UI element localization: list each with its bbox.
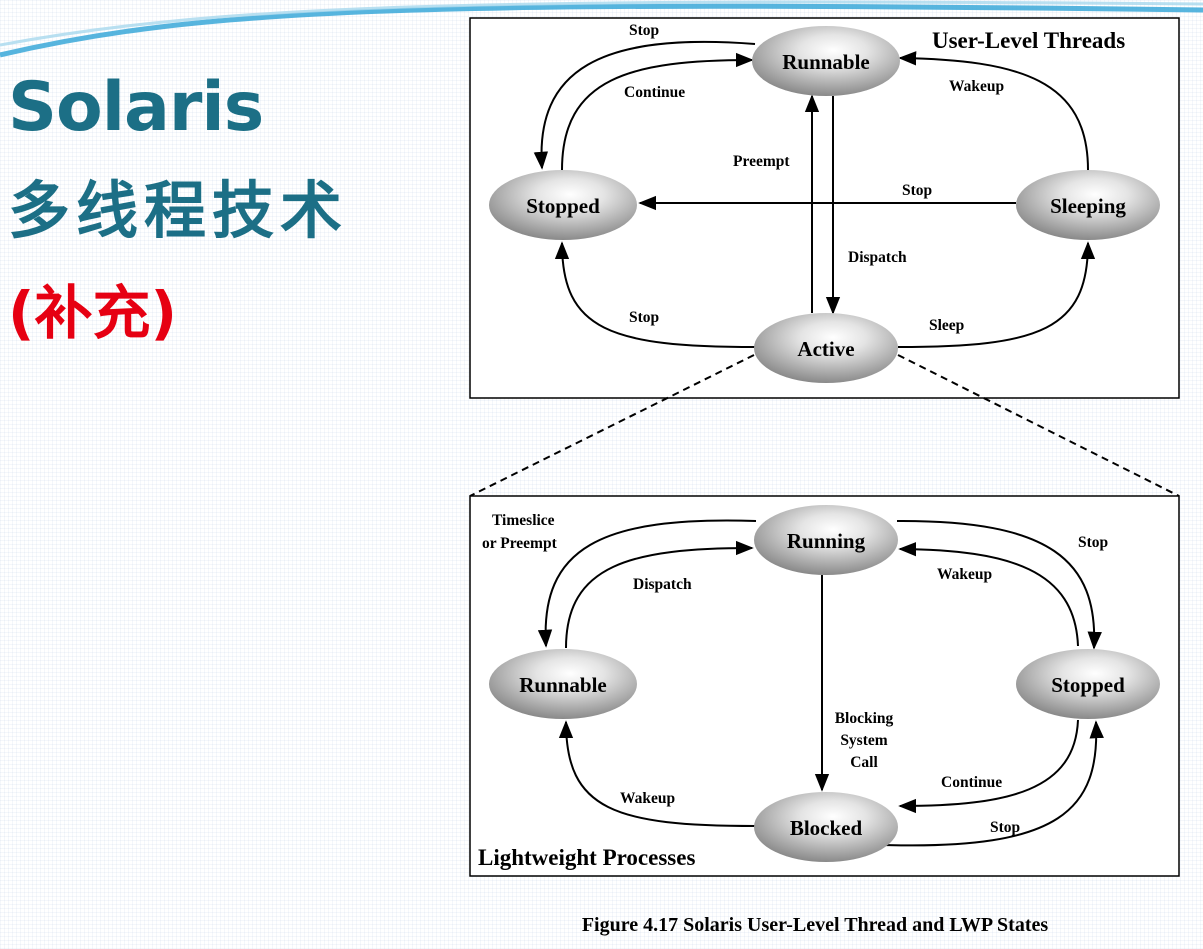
label-upper-sleep: Sleep [929,317,964,334]
svg-text:Sleeping: Sleeping [1050,194,1126,218]
label-lower-timeslice-1: Timeslice [492,512,555,529]
zoom-line-left [469,354,755,497]
label-lower-blocking-2: System [840,732,887,749]
svg-text:Stopped: Stopped [1051,673,1125,697]
label-upper-stop-mid: Stop [902,182,932,199]
svg-text:Active: Active [797,337,854,361]
edge-upper-stop-top [533,40,756,170]
state-lower-running: Running [754,505,898,575]
label-upper-continue: Continue [624,84,685,101]
label-lower-stop-top: Stop [1078,534,1108,551]
label-lower-stop-bottom: Stop [990,819,1020,836]
label-lower-blocking-1: Blocking [835,710,894,727]
edge-upper-stop-bottom [554,241,757,348]
zoom-line-right [897,354,1180,497]
edge-lower-stop-top [896,519,1102,650]
label-lower-blocking-3: Call [850,754,878,771]
edge-upper-continue [561,52,754,171]
state-upper-active: Active [754,313,898,383]
header-swoosh [0,3,1203,58]
svg-text:Runnable: Runnable [782,50,870,74]
edge-lower-wakeup-top [898,541,1079,647]
label-lower-dispatch: Dispatch [633,576,692,593]
state-lower-runnable: Runnable [489,649,637,719]
edge-upper-wakeup [898,51,1089,171]
label-lower-continue: Continue [941,774,1002,791]
svg-text:Runnable: Runnable [519,673,607,697]
edge-upper-sleep [897,241,1096,348]
state-upper-runnable: Runnable [752,26,900,96]
edge-lower-dispatch [565,540,754,649]
label-upper-dispatch: Dispatch [848,249,907,266]
edge-lower-timeslice [537,519,757,648]
svg-text:Stopped: Stopped [526,194,600,218]
state-upper-stopped: Stopped [489,170,637,240]
label-lower-wakeup-top: Wakeup [937,566,992,583]
edge-lower-wakeup-bottom [558,720,757,827]
state-upper-sleeping: Sleeping [1016,170,1160,240]
slide-note: (补充) [8,279,178,347]
state-lower-blocked: Blocked [754,792,898,862]
svg-text:Blocked: Blocked [790,816,863,840]
edge-lower-continue [898,719,1079,814]
label-lower-timeslice-2: or Preempt [482,535,558,552]
label-upper-wakeup: Wakeup [949,78,1004,95]
slide-title: Solaris [8,68,264,147]
svg-text:Running: Running [787,529,866,553]
state-lower-stopped: Stopped [1016,649,1160,719]
label-upper-stop-bottom: Stop [629,309,659,326]
user-threads-title: User-Level Threads [932,28,1125,53]
figure-caption: Figure 4.17 Solaris User-Level Thread an… [581,914,1049,936]
lwp-title: Lightweight Processes [478,845,695,870]
edge-lower-stop-bottom [884,720,1104,847]
label-upper-preempt: Preempt [733,153,790,170]
label-lower-wakeup-bottom: Wakeup [620,790,675,807]
label-upper-stop-top: Stop [629,22,659,39]
slide-subtitle: 多线程技术 [8,174,349,247]
